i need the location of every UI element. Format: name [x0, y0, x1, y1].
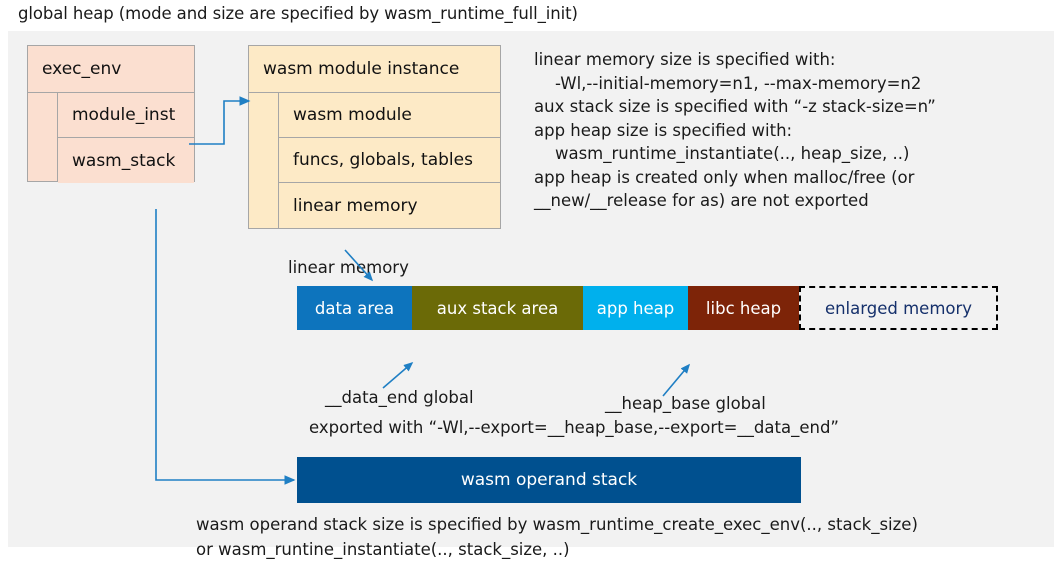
memory-segment-aux-stack-area: aux stack area — [412, 286, 583, 330]
memory-segment-app-heap: app heap — [583, 286, 688, 330]
diagram-canvas: exec_env module_inst wasm_stack wasm mod… — [8, 31, 1054, 559]
exec-env-header: exec_env — [28, 46, 194, 93]
connector-wasm-stack-to-operand-stack — [155, 209, 296, 485]
page-title: global heap (mode and size are specified… — [18, 4, 578, 23]
connector-module-inst-to-instance — [189, 96, 251, 145]
connector-heap-base-pointer — [662, 363, 691, 397]
memory-segment-libc-heap: libc heap — [688, 286, 799, 330]
wasm-operand-stack-box: wasm operand stack — [297, 457, 801, 503]
exec-env-field-wasm-stack: wasm_stack — [58, 138, 194, 183]
exec-env-indent-rail — [28, 93, 58, 181]
module-instance-field-linear-memory: linear memory — [279, 183, 500, 228]
exec-env-field-module-inst: module_inst — [58, 93, 194, 138]
linear-memory-caption: linear memory — [288, 258, 409, 277]
connector-data-end-pointer — [382, 361, 414, 389]
operand-stack-size-note: wasm operand stack size is specified by … — [196, 515, 918, 559]
heap-base-global-label: __heap_base global — [605, 394, 766, 413]
memory-segment-enlarged-memory: enlarged memory — [799, 286, 998, 330]
runtime-config-notes: linear memory size is specified with: -W… — [534, 50, 936, 210]
linear-memory-bar: data area aux stack area app heap libc h… — [297, 286, 998, 330]
module-instance-header: wasm module instance — [249, 46, 500, 93]
memory-segment-data-area: data area — [297, 286, 412, 330]
exec-env-box: exec_env module_inst wasm_stack — [27, 45, 195, 183]
module-instance-field-funcs-globals-tables: funcs, globals, tables — [279, 138, 500, 183]
data-end-global-label: __data_end global — [325, 388, 474, 407]
module-instance-field-wasm-module: wasm module — [279, 93, 500, 138]
module-instance-indent-rail — [249, 93, 279, 228]
wasm-module-instance-box: wasm module instance wasm module funcs, … — [248, 45, 501, 229]
export-flags-label: exported with “-Wl,--export=__heap_base,… — [309, 418, 839, 437]
